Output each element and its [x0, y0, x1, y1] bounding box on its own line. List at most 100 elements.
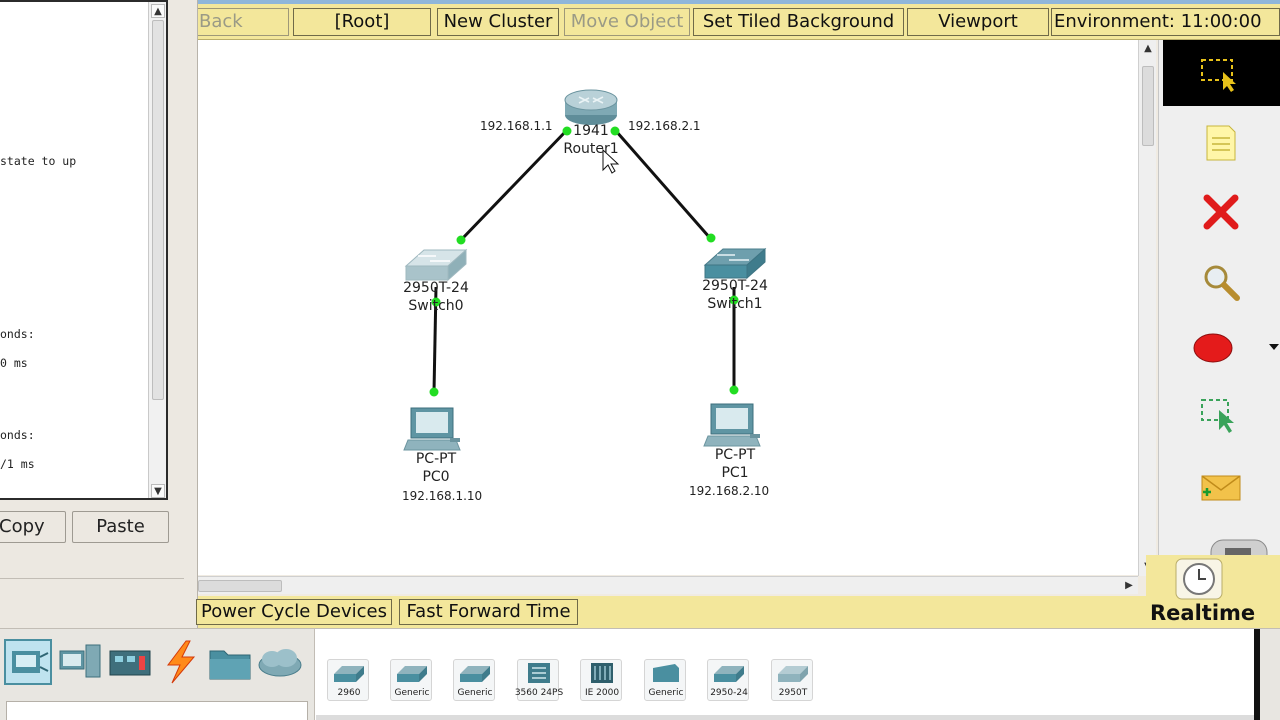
move-object-button[interactable]: Move Object	[564, 8, 690, 36]
device-item[interactable]: Generic	[453, 659, 495, 701]
paste-button[interactable]: Paste	[72, 511, 169, 543]
cli-line: onds:	[0, 428, 35, 442]
device-item-label: Generic	[394, 688, 430, 698]
link-status-dot	[429, 387, 439, 397]
select-tool-highlight	[1163, 40, 1280, 106]
components-icon[interactable]	[106, 639, 154, 685]
root-button[interactable]: [Root]	[293, 8, 431, 36]
add-pdu-icon[interactable]	[1199, 472, 1243, 504]
device-type-panel: 2960 Generic Generic 3560 24PS IE 2000 G…	[0, 628, 1280, 720]
device-item-label: 2960	[337, 688, 361, 698]
draw-shape-icon[interactable]	[1191, 330, 1235, 366]
back-button[interactable]: Back	[196, 8, 289, 36]
realtime-mode-label[interactable]: Realtime	[1150, 601, 1256, 625]
device-item[interactable]: 2950-24	[707, 659, 749, 701]
scroll-thumb[interactable]	[1142, 66, 1154, 146]
device-item[interactable]: IE 2000	[580, 659, 622, 701]
multiuser-icon[interactable]	[256, 639, 304, 685]
link-status-dot	[729, 295, 739, 305]
environment-button[interactable]: Environment: 11:00:00	[1051, 8, 1280, 36]
topology-canvas	[403, 89, 767, 451]
cli-console[interactable]: state to up onds: 0 ms onds: /1 ms ▲ ▼	[0, 0, 168, 500]
realtime-mode-area	[1146, 555, 1280, 628]
link-router-switch1[interactable]	[614, 130, 712, 239]
logical-workspace[interactable]: 192.168.1.1 192.168.2.1 1941 Router1 295…	[198, 40, 1138, 575]
cli-scrollbar[interactable]: ▲ ▼	[148, 2, 166, 498]
device-item-label: Generic	[648, 688, 684, 698]
device-search-input[interactable]	[6, 701, 308, 720]
scroll-up-icon[interactable]: ▲	[151, 4, 165, 18]
copy-button[interactable]: Copy	[0, 511, 66, 543]
device-item-label: IE 2000	[584, 688, 620, 698]
link-router-switch0[interactable]	[459, 128, 569, 242]
cli-window-divider	[0, 578, 184, 579]
inspect-icon[interactable]	[1201, 262, 1241, 302]
router-ip-left: 192.168.1.1	[480, 119, 553, 133]
connections-icon[interactable]	[156, 639, 204, 685]
panel-divider	[1254, 629, 1260, 720]
new-cluster-button[interactable]: New Cluster	[437, 8, 559, 36]
device-item[interactable]: 3560 24PS	[515, 659, 563, 701]
industrial-switch-icon	[591, 663, 613, 683]
common-tools-bar	[1158, 40, 1280, 596]
power-cycle-devices-button[interactable]: Power Cycle Devices	[196, 599, 392, 625]
resize-icon[interactable]	[1199, 396, 1243, 436]
switch1-model-label: 2950T-24	[702, 278, 768, 294]
router-ip-right: 192.168.2.1	[628, 119, 701, 133]
router-model-label: 1941	[573, 123, 609, 139]
select-icon[interactable]	[1199, 56, 1243, 92]
delete-icon[interactable]	[1201, 192, 1241, 232]
cli-line: onds:	[0, 327, 35, 341]
set-tiled-background-button[interactable]: Set Tiled Background	[693, 8, 904, 36]
switch0-name-label: Switch0	[408, 298, 464, 314]
switch0-model-label: 2950T-24	[403, 280, 469, 296]
workspace-vertical-scrollbar[interactable]: ▲ ▼	[1138, 40, 1156, 576]
device-item-label: Generic	[457, 688, 493, 698]
note-icon[interactable]	[1203, 124, 1239, 162]
pc1-model-label: PC-PT	[714, 447, 756, 463]
device-item[interactable]: Generic	[644, 659, 686, 701]
switch1-icon[interactable]	[703, 247, 767, 280]
pc1-icon[interactable]	[703, 403, 761, 447]
device-item-label: 2950T	[778, 688, 808, 698]
router-name-label: Router1	[563, 141, 619, 157]
device-list-panel: 2960 Generic Generic 3560 24PS IE 2000 G…	[314, 629, 1254, 720]
clock-icon[interactable]	[1174, 557, 1224, 601]
pc0-name-label: PC0	[422, 469, 450, 485]
device-item[interactable]: 2950T	[771, 659, 813, 701]
scroll-right-icon[interactable]: ▶	[1125, 580, 1133, 591]
device-item[interactable]: Generic	[390, 659, 432, 701]
switch-icon	[714, 666, 744, 682]
scroll-up-icon[interactable]: ▲	[1144, 43, 1152, 54]
dropdown-arrow-icon[interactable]	[1267, 342, 1280, 352]
miscellaneous-icon[interactable]	[206, 639, 254, 685]
device-list-scrollbar[interactable]	[316, 715, 1254, 720]
switch-icon	[460, 666, 490, 682]
pc1-name-label: PC1	[721, 465, 749, 481]
viewport-button[interactable]: Viewport	[907, 8, 1049, 36]
mouse-cursor-icon	[602, 148, 620, 174]
link-status-dot	[456, 235, 466, 245]
router-icon[interactable]	[564, 89, 618, 125]
link-status-dot	[431, 297, 441, 307]
device-cli-window: state to up onds: 0 ms onds: /1 ms ▲ ▼ C…	[0, 0, 198, 632]
link-status-dot	[562, 126, 572, 136]
end-devices-icon[interactable]	[56, 639, 104, 685]
generic-switch-icon	[653, 664, 679, 682]
cli-line: 0 ms	[0, 356, 28, 370]
pc1-ip-label: 192.168.2.10	[689, 484, 770, 498]
simulation-toolbar: Power Cycle Devices Fast Forward Time	[196, 596, 1158, 628]
scroll-thumb[interactable]	[152, 20, 164, 400]
pc0-model-label: PC-PT	[415, 451, 457, 467]
device-category-panel	[0, 629, 312, 720]
scroll-down-icon[interactable]: ▼	[151, 484, 165, 498]
device-item[interactable]: 2960	[327, 659, 369, 701]
scroll-thumb[interactable]	[198, 580, 282, 592]
switch-icon	[778, 666, 808, 682]
workspace-horizontal-scrollbar[interactable]: ▶	[198, 576, 1138, 594]
network-devices-icon[interactable]	[4, 639, 52, 685]
pc0-ip-label: 192.168.1.10	[402, 489, 483, 503]
fast-forward-time-button[interactable]: Fast Forward Time	[399, 599, 578, 625]
pc0-icon[interactable]	[403, 407, 461, 451]
switch0-icon[interactable]	[404, 248, 468, 282]
